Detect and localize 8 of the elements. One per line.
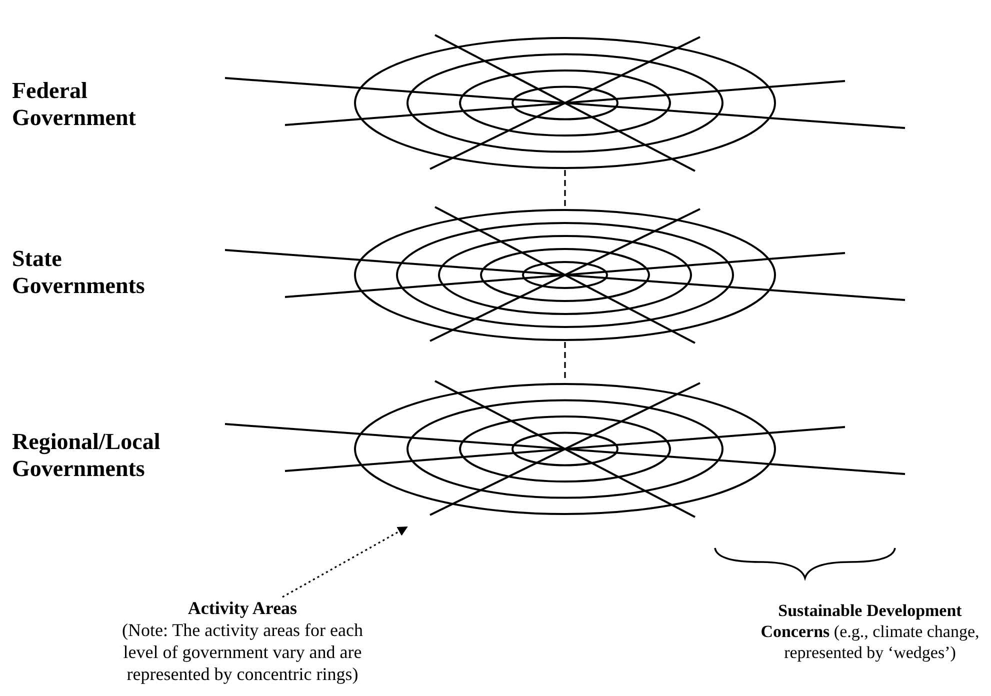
heading-text: Activity Areas — [186, 597, 298, 619]
annotation-text: Sustainable Development Concerns (e.g., climate change, represented by ‘wedges’) — [760, 600, 980, 663]
dashed-connector — [564, 170, 566, 208]
level-label: State Governments — [12, 245, 146, 299]
level-label: Regional/Local Governments — [12, 428, 162, 482]
leader-line — [282, 526, 408, 598]
level-label: Federal Government — [12, 77, 137, 131]
note-text: (Note: The activity areas for each level of government vary and are represented by concentric rings) — [120, 619, 364, 685]
